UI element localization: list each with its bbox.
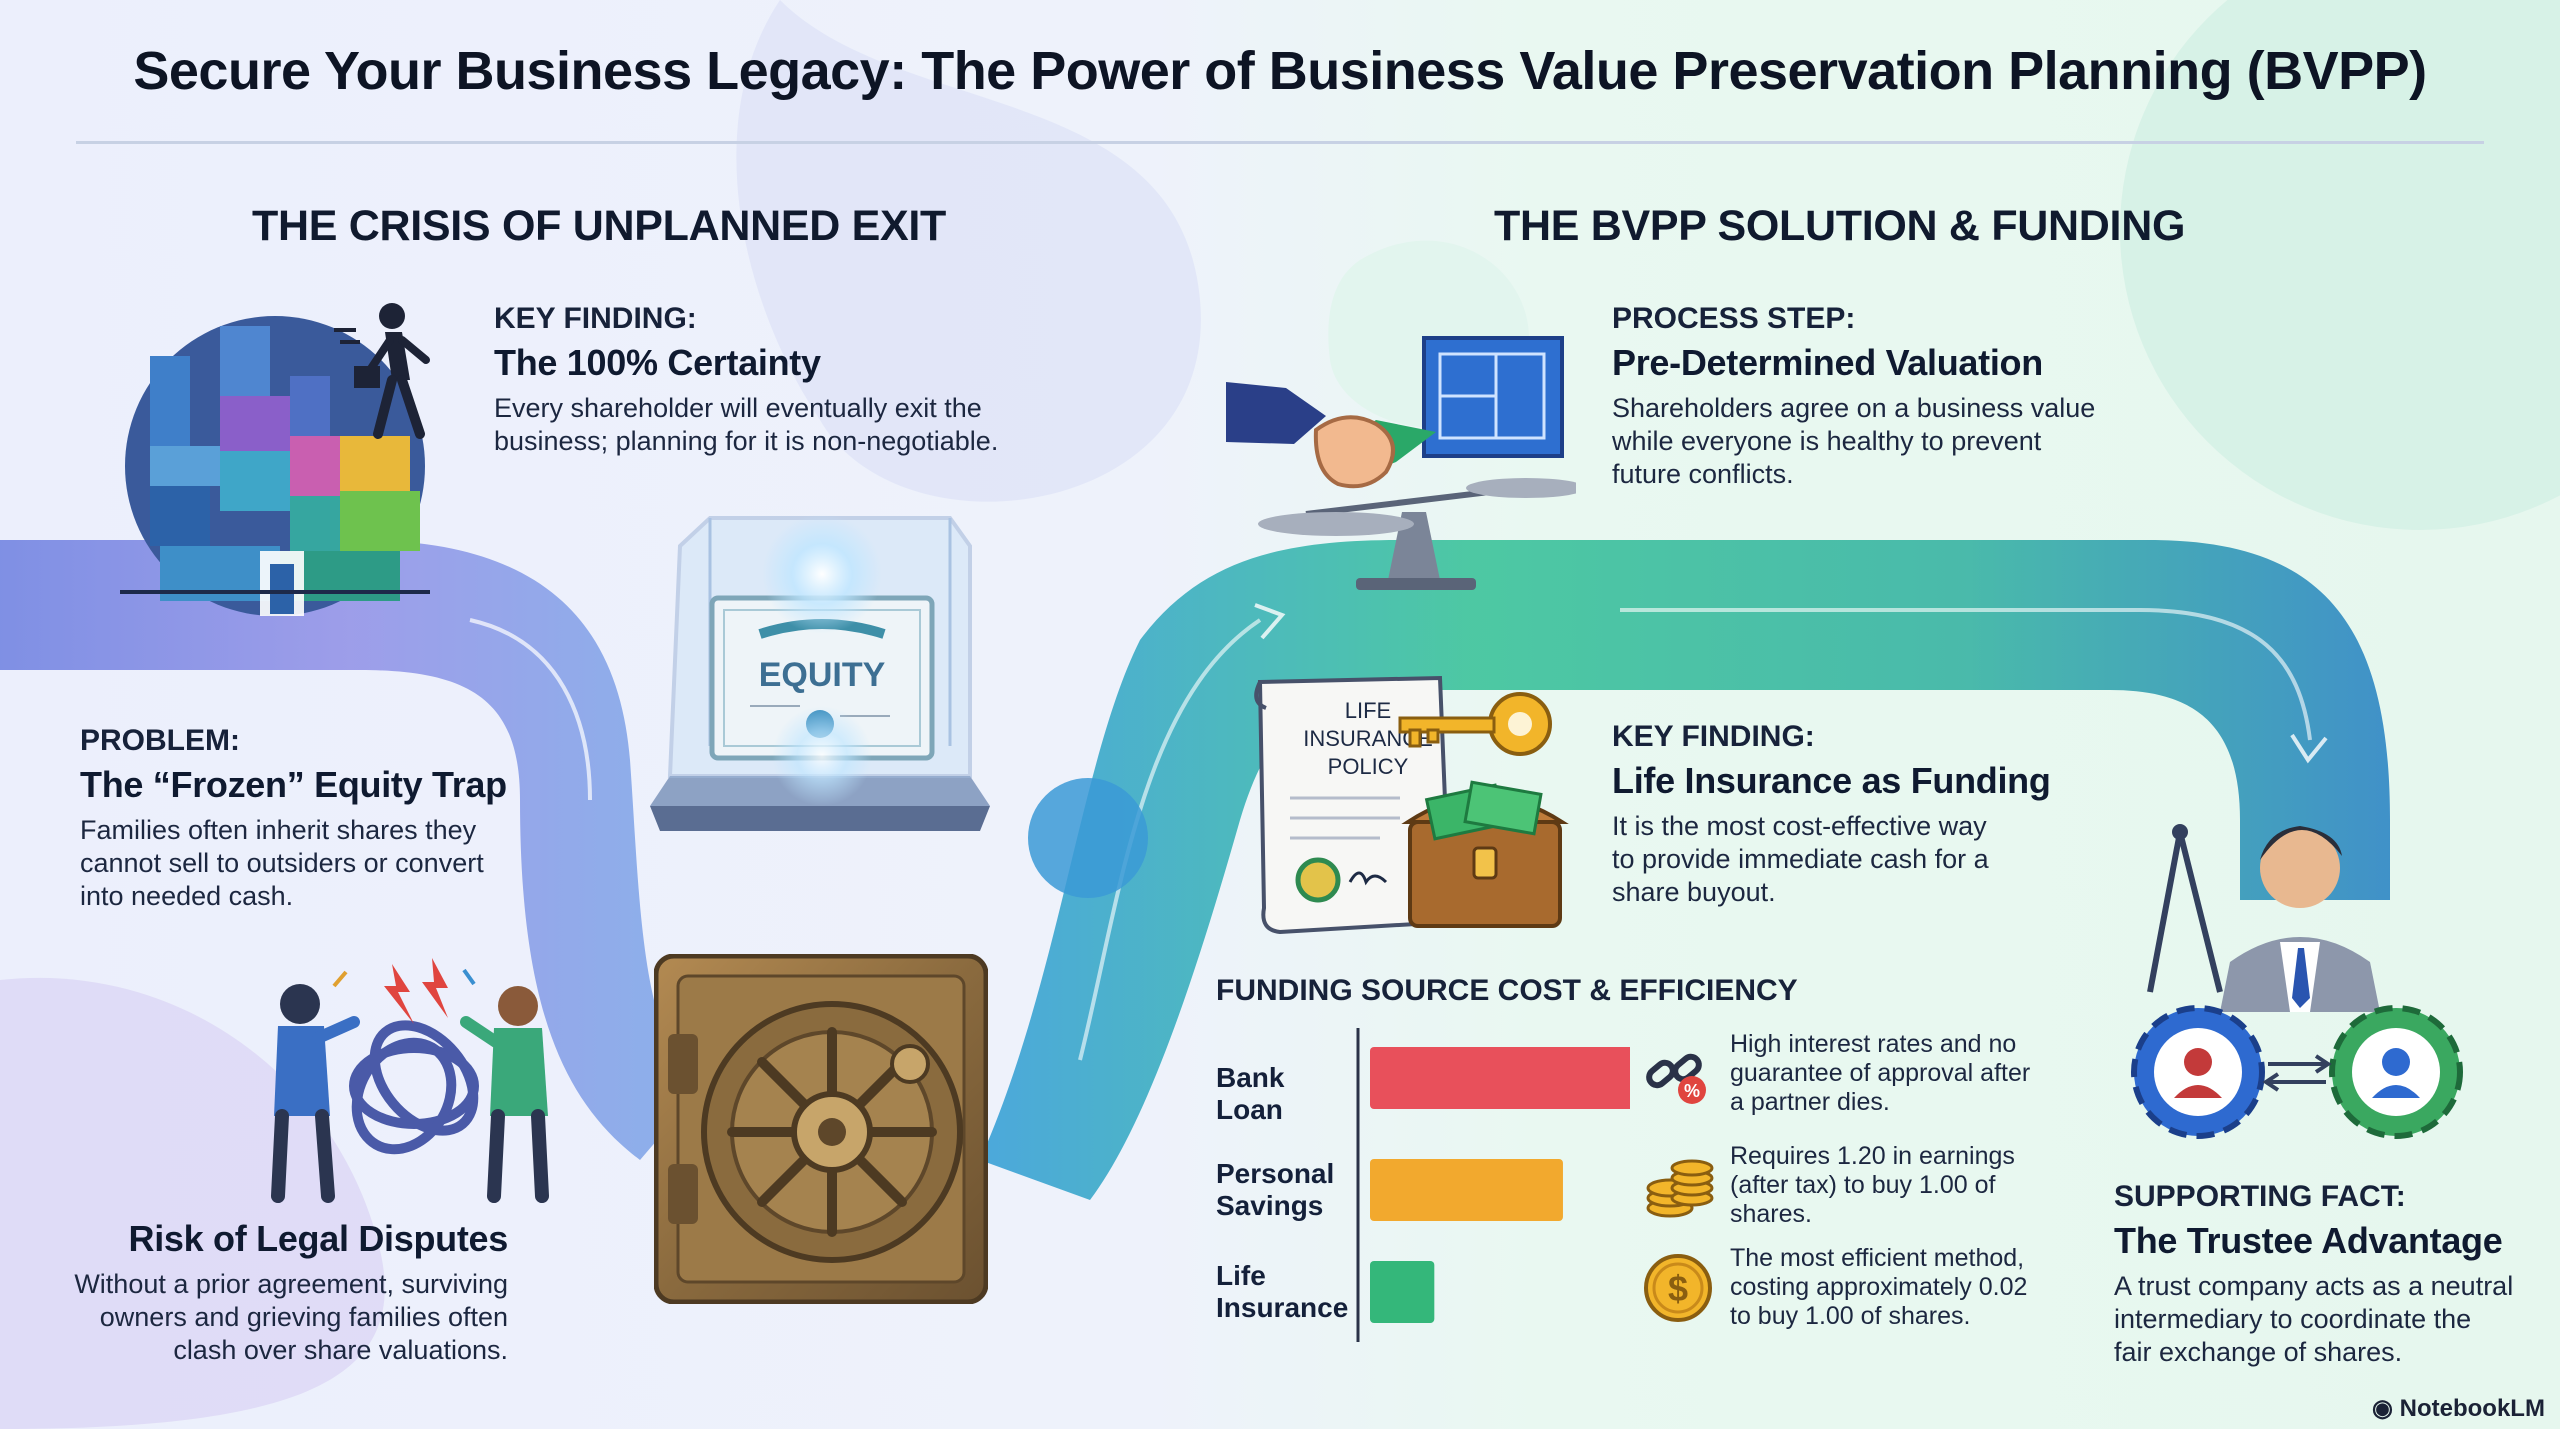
policy-label-line-3: POLICY bbox=[1328, 754, 1409, 779]
policy-label-line-1: LIFE bbox=[1345, 698, 1391, 723]
arguing-people-icon bbox=[271, 958, 549, 1203]
chart-title: FUNDING SOURCE COST & EFFICIENCY bbox=[1216, 974, 1798, 1007]
right-key-finding-head: Life Insurance as Funding bbox=[1612, 760, 2051, 801]
chart-note-row: Requires 1.20 in earnings(after tax) to … bbox=[1640, 1142, 2015, 1229]
balance-scale-icon bbox=[1258, 478, 1576, 590]
supporting-fact-head: The Trustee Advantage bbox=[2114, 1220, 2503, 1261]
chart-note-line: Requires 1.20 in earnings bbox=[1730, 1142, 2015, 1170]
coin-stack-icon bbox=[1646, 1159, 1714, 1217]
handshake-icon bbox=[1226, 336, 1576, 590]
chart-note-line: The most efficient method, bbox=[1730, 1244, 2025, 1272]
problem-head: The “Frozen” Equity Trap bbox=[80, 764, 507, 805]
problem-body: Families often inherit shares they canno… bbox=[80, 815, 484, 911]
bar-2 bbox=[1370, 1261, 1435, 1323]
process-step-head: Pre-Determined Valuation bbox=[1612, 342, 2043, 383]
notebooklm-icon: ◉ bbox=[2372, 1395, 2393, 1422]
chart-note-line: (after tax) to buy 1.00 of bbox=[1730, 1171, 1996, 1199]
money-chest-icon bbox=[1401, 780, 1569, 928]
chart-note-line: shares. bbox=[1730, 1200, 1812, 1228]
page-title: Secure Your Business Legacy: The Power o… bbox=[133, 41, 2427, 101]
vault-door-icon bbox=[654, 954, 988, 1304]
disputes-body: Without a prior agreement, surviving own… bbox=[74, 1269, 508, 1365]
svg-text:$: $ bbox=[1668, 1268, 1688, 1309]
bar-0 bbox=[1370, 1047, 1630, 1109]
bar-label-line: Insurance bbox=[1216, 1292, 1349, 1323]
right-key-finding: KEY FINDING: Life Insurance as Funding I… bbox=[1612, 720, 2132, 909]
insurance-policy-icon: LIFE INSURANCE POLICY bbox=[1254, 675, 1569, 935]
chart-note-line: guarantee of approval after bbox=[1730, 1059, 2031, 1087]
supporting-fact-tag: SUPPORTING FACT: bbox=[2114, 1180, 2406, 1213]
right-key-finding-tag: KEY FINDING: bbox=[1612, 720, 1815, 753]
chart-note-text: Requires 1.20 in earnings(after tax) to … bbox=[1730, 1142, 2015, 1229]
chart-note-text: The most efficient method,costing approx… bbox=[1730, 1244, 2027, 1331]
left-key-finding: KEY FINDING: The 100% Certainty Every sh… bbox=[494, 302, 1054, 458]
bar-label-line: Savings bbox=[1216, 1190, 1324, 1221]
problem-tag: PROBLEM: bbox=[80, 724, 240, 757]
key-finding-head: The 100% Certainty bbox=[494, 342, 821, 383]
broken-chain-percent-icon: % bbox=[1646, 1053, 1706, 1104]
walking-businessman-icon bbox=[334, 303, 430, 439]
key-finding-body: Every shareholder will eventually exit t… bbox=[494, 393, 999, 456]
bar-label-line: Bank Loan bbox=[1216, 1062, 1285, 1125]
dollar-coin-icon: $ bbox=[1644, 1253, 1712, 1322]
bar-label-line: Life bbox=[1216, 1260, 1266, 1291]
chart-note-line: costing approximately 0.02 bbox=[1730, 1273, 2028, 1301]
chart-note-row: $ The most efficient method,costing appro… bbox=[1640, 1244, 2027, 1331]
svg-text:%: % bbox=[1684, 1081, 1700, 1101]
left-problem: PROBLEM: The “Frozen” Equity Trap Famili… bbox=[80, 724, 600, 913]
bar-label-line: Personal bbox=[1216, 1158, 1335, 1189]
trustee-businessman-icon bbox=[2147, 824, 2380, 1012]
right-key-finding-body: It is the most cost-effective way to pro… bbox=[1612, 811, 1989, 907]
disputes-head: Risk of Legal Disputes bbox=[128, 1218, 509, 1259]
funding-bar-chart bbox=[1356, 1028, 1630, 1342]
equity-certificate-cube-icon: EQUITY bbox=[650, 514, 990, 831]
key-finding-tag: KEY FINDING: bbox=[494, 302, 697, 335]
bar-label-0: Bank Loan bbox=[1216, 1062, 1356, 1126]
process-step-tag: PROCESS STEP: bbox=[1612, 302, 1856, 335]
chart-note-line: High interest rates and no bbox=[1730, 1030, 2017, 1058]
right-process-step: PROCESS STEP: Pre-Determined Valuation S… bbox=[1612, 302, 2172, 491]
equity-label: EQUITY bbox=[759, 656, 886, 694]
chart-note-line: a partner dies. bbox=[1730, 1088, 1890, 1116]
key-icon bbox=[1398, 692, 1552, 756]
branding-label: NotebookLM bbox=[2399, 1395, 2545, 1422]
right-supporting-fact: SUPPORTING FACT: The Trustee Advantage A… bbox=[2114, 1180, 2534, 1369]
bar-1 bbox=[1370, 1159, 1563, 1221]
supporting-fact-body: A trust company acts as a neutral interm… bbox=[2114, 1271, 2514, 1367]
left-section-heading: THE CRISIS OF UNPLANNED EXIT bbox=[252, 202, 946, 250]
building-globe-icon bbox=[120, 316, 430, 616]
chart-note-line: to buy 1.00 of shares. bbox=[1730, 1302, 1971, 1330]
right-section-heading: THE BVPP SOLUTION & FUNDING bbox=[1494, 202, 2186, 250]
left-disputes: Risk of Legal Disputes Without a prior a… bbox=[40, 1212, 508, 1367]
process-step-body: Shareholders agree on a business value w… bbox=[1612, 393, 2096, 489]
exchange-gears-icon bbox=[2131, 1005, 2463, 1139]
title-divider bbox=[76, 141, 2484, 144]
notebooklm-logo: ◉ NotebookLM bbox=[2372, 1394, 2545, 1423]
